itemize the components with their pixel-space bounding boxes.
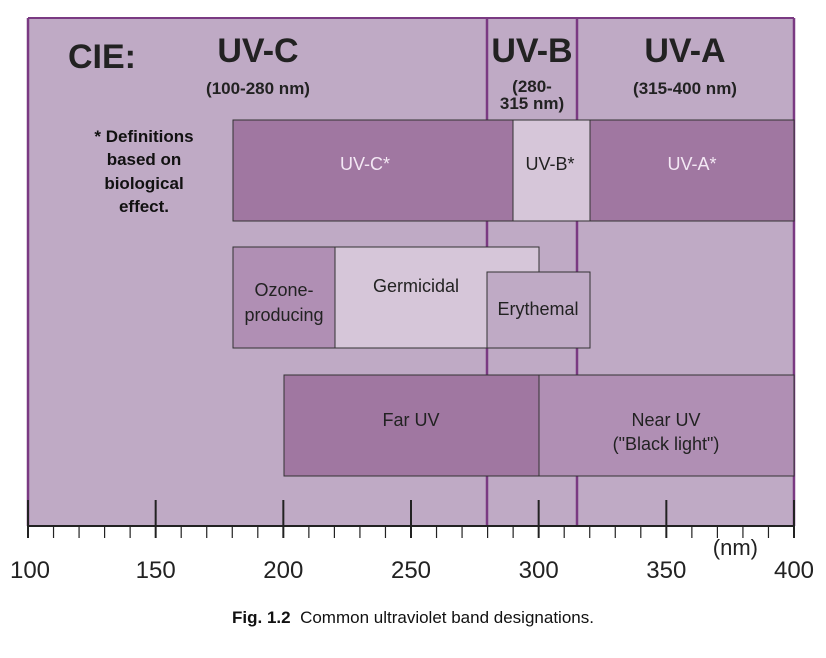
band-ozone-label-1: Ozone- (254, 280, 313, 300)
axis-tick-label: 350 (646, 557, 686, 584)
band-uvc-bio (232, 119, 514, 222)
axis-tick-label: 100 (10, 557, 50, 584)
band-uvc-bio-label: UV-C* (340, 154, 390, 174)
axis-tick-label: 200 (263, 557, 303, 584)
axis-tick-label: 300 (519, 557, 559, 584)
uvb-title: UV-B (491, 32, 572, 70)
axis-tick-label: 150 (136, 557, 176, 584)
axis-tick-label: 250 (391, 557, 431, 584)
band-ozone-label-2: producing (244, 305, 323, 325)
uv-band-diagram: CIE: UV-C (100-280 nm) UV-B (280- 315 nm… (10, 17, 814, 584)
band-uvb-bio-label: UV-B* (525, 154, 574, 174)
note-line2: based on (107, 150, 182, 169)
uva-title: UV-A (644, 32, 725, 70)
note-line4: effect. (119, 197, 169, 216)
band-ozone (232, 246, 336, 349)
uvc-title: UV-C (217, 32, 298, 70)
uva-range: (315-400 nm) (633, 79, 737, 98)
band-uva-bio-label: UV-A* (667, 154, 716, 174)
note-line1: * Definitions (94, 127, 193, 146)
caption-label: Fig. 1.2 (232, 608, 291, 627)
band-near-uv-label-2: ("Black light") (613, 434, 720, 454)
band-uva-bio (589, 119, 795, 222)
caption-text: Common ultraviolet band designations. (300, 608, 594, 627)
band-far-uv-label: Far UV (382, 410, 439, 430)
band-near-uv (538, 374, 795, 477)
band-erythemal (486, 271, 591, 349)
band-near-uv-label-1: Near UV (631, 410, 700, 430)
uvb-range-line1: (280- (512, 77, 552, 96)
figure-caption: Fig. 1.2 Common ultraviolet band designa… (0, 608, 826, 628)
axis-unit: (nm) (713, 535, 758, 560)
axis-tick-label: 400 (774, 557, 814, 584)
cie-label: CIE: (68, 38, 136, 76)
wavelength-axis: 100 150 200 250 300 350 400 (10, 500, 814, 584)
band-germicidal-label: Germicidal (373, 276, 459, 296)
band-erythemal-label: Erythemal (497, 299, 578, 319)
band-far-uv (283, 374, 540, 477)
uvc-range: (100-280 nm) (206, 79, 310, 98)
uvb-range-line2: 315 nm) (500, 94, 564, 113)
note-line3: biological (104, 174, 183, 193)
